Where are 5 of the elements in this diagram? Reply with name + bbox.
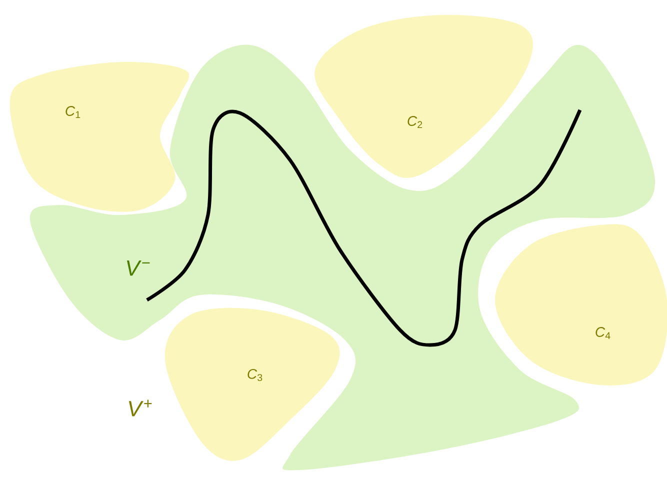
region-blob: C$_{4}$ — [495, 224, 667, 386]
region-label: V$^{+}$ — [128, 400, 152, 416]
region-blob: C$_{1}$ — [10, 62, 190, 212]
region-blob: C$_{3}$ — [164, 308, 340, 461]
region-blob: C$_{2}$ — [314, 14, 533, 178]
